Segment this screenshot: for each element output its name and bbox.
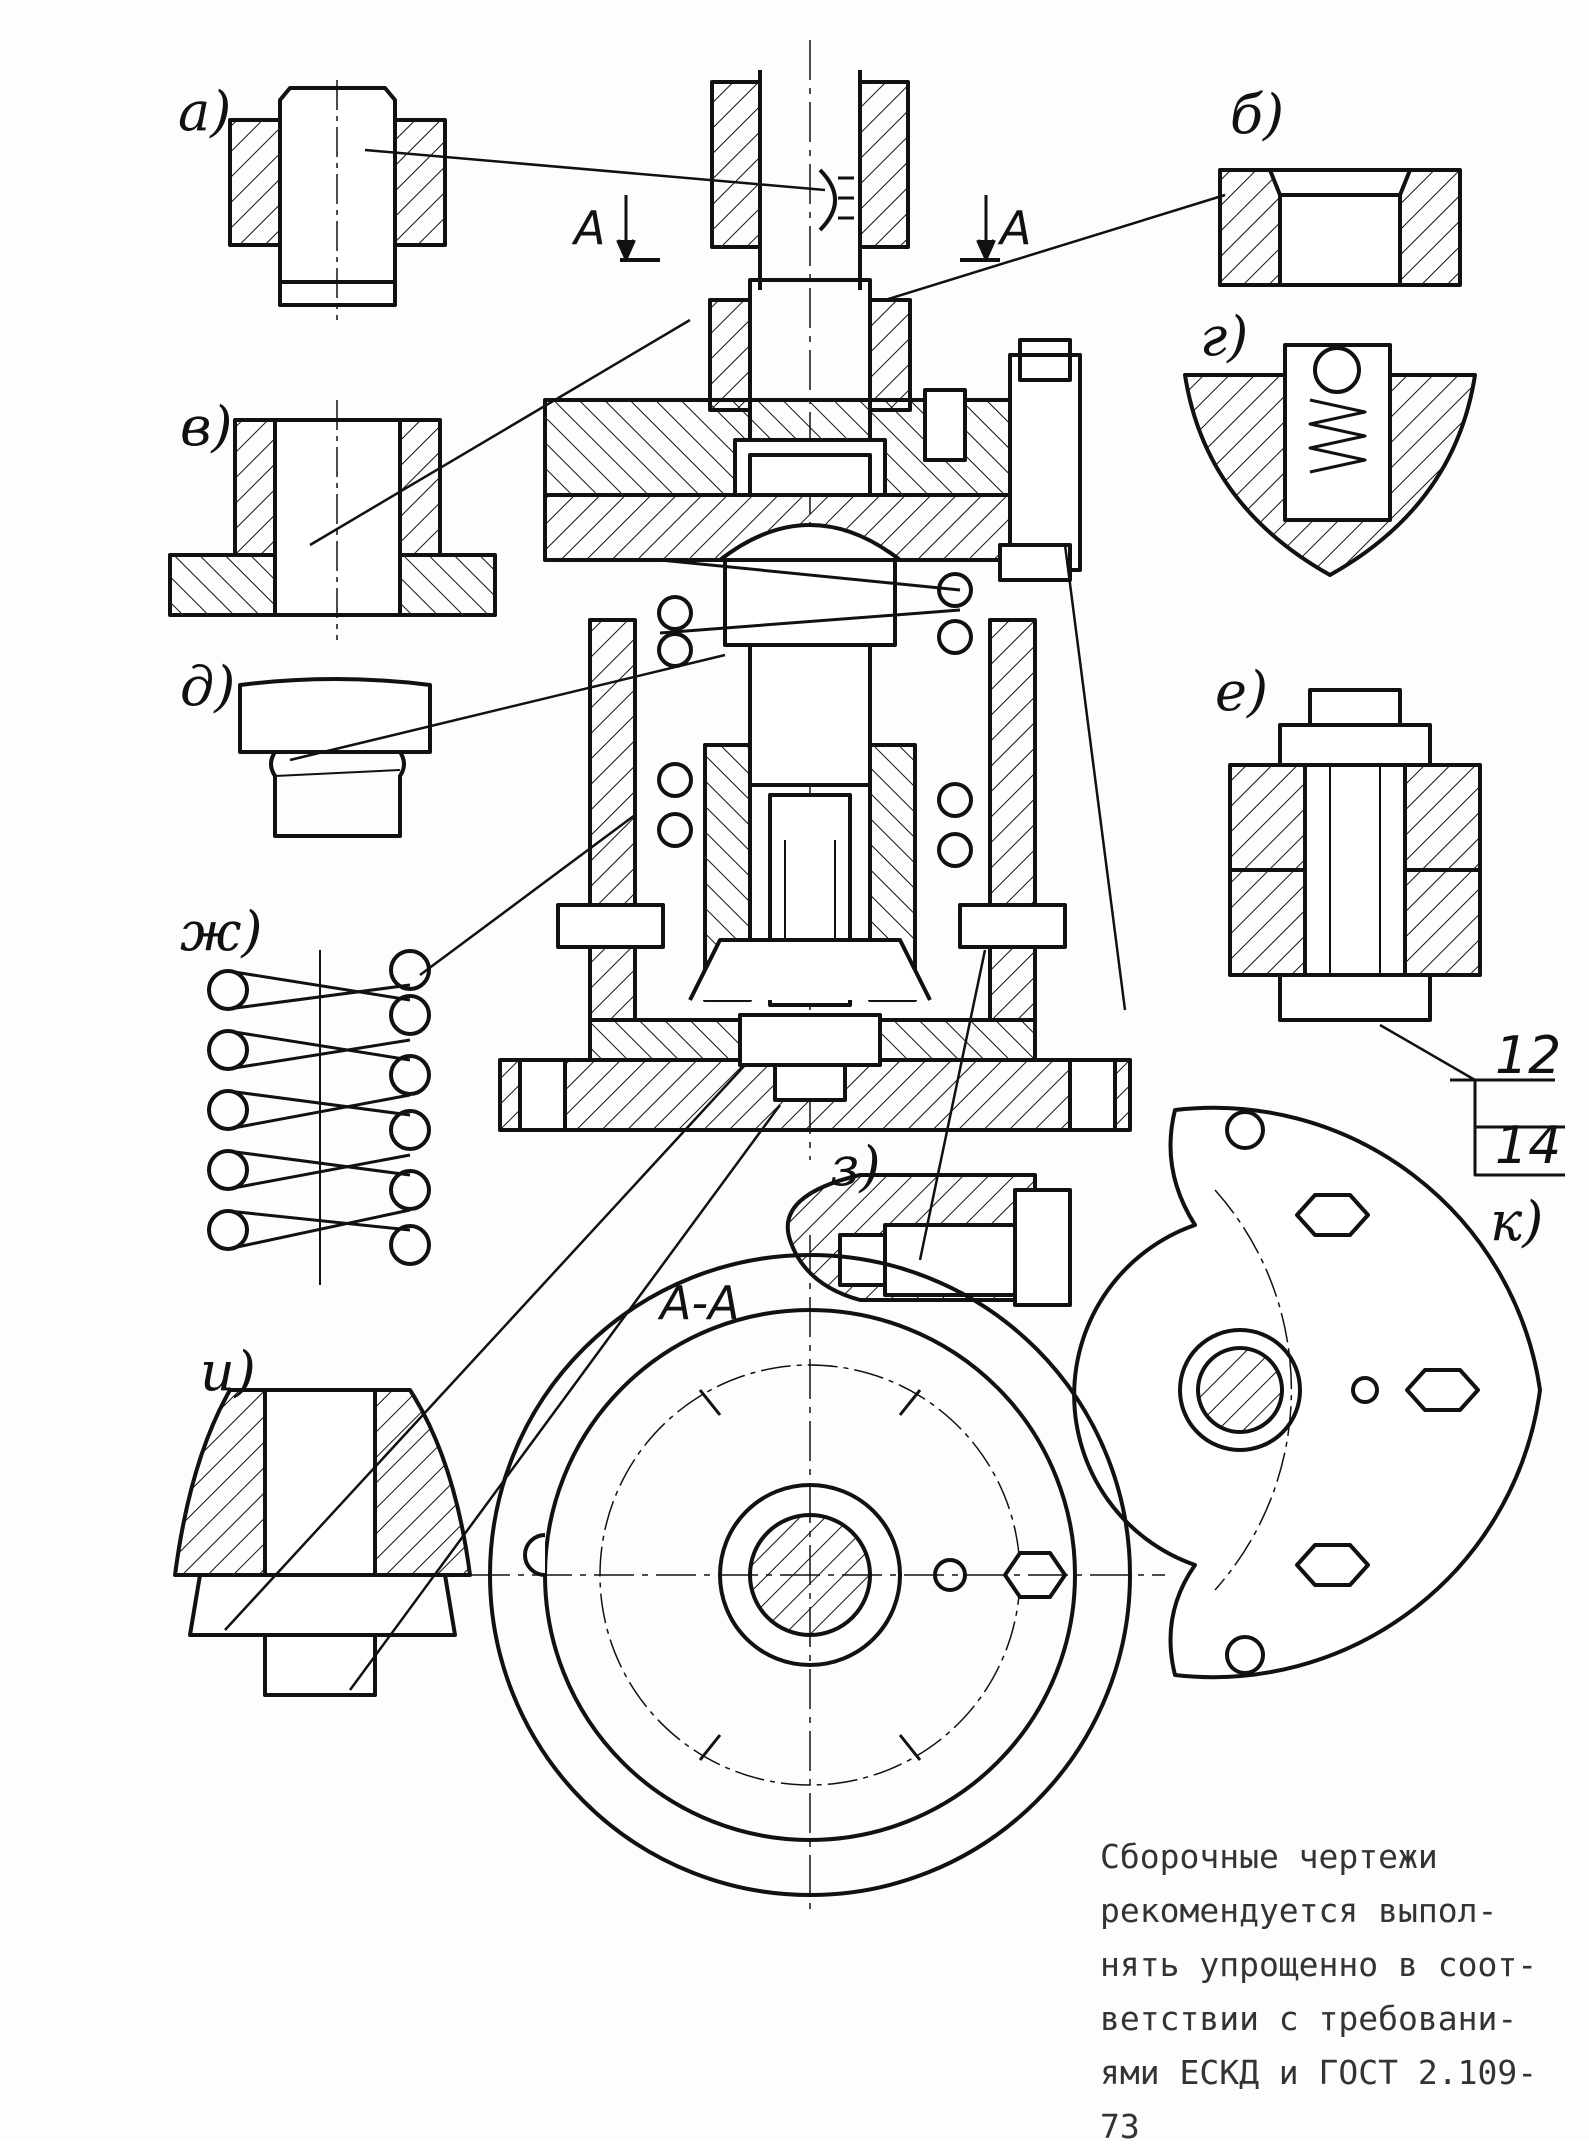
- note-line: рекомендуется выпол-: [1100, 1891, 1498, 1930]
- view-label-d: д): [180, 655, 236, 718]
- leader-lines: [224, 148, 1476, 1691]
- detail-view-d: [238, 677, 432, 838]
- detail-view-k: [1072, 1105, 1542, 1680]
- detail-view-a: [228, 80, 447, 320]
- view-label-e: е): [1215, 660, 1269, 723]
- note-line: ями ЕСКД и ГОСТ 2.109-: [1100, 2053, 1538, 2092]
- note-text: Сборочные чертежи рекомендуется выпол-нят…: [1100, 1830, 1560, 2154]
- section-mark-right: А: [1000, 201, 1032, 255]
- section-a-a-view: [470, 1235, 1165, 1915]
- view-label-i: и): [200, 1340, 256, 1403]
- detail-view-i: [173, 1388, 472, 1697]
- note-line: нять упрощенно в соот-: [1100, 1945, 1538, 1984]
- note-line: ветствии с требовани-: [1100, 1999, 1518, 2038]
- detail-view-z: [785, 1173, 1072, 1307]
- note-line: Сборочные чертежи: [1100, 1837, 1438, 1876]
- detail-view-zh-spring: [207, 949, 431, 1285]
- view-label-b: б): [1230, 83, 1285, 146]
- view-label-v: в): [180, 395, 233, 458]
- detail-view-v: [168, 400, 497, 640]
- main-assembly-section: [498, 40, 1132, 1160]
- detail-view-g: [1183, 343, 1477, 577]
- note-line: 73: [1100, 2107, 1140, 2146]
- fraction-top: 12: [1495, 1026, 1562, 1086]
- fraction-bottom: 14: [1495, 1116, 1562, 1176]
- section-mark-left: А: [574, 201, 606, 255]
- view-label-z: з): [830, 1135, 881, 1198]
- fraction-box: [1450, 1078, 1565, 1177]
- section-title: А-А: [660, 1276, 740, 1330]
- view-label-g: г): [1200, 305, 1249, 368]
- view-label-k: к): [1490, 1190, 1544, 1253]
- detail-view-e: [1228, 688, 1482, 1022]
- view-label-zh: ж): [180, 900, 263, 963]
- detail-view-b: [1218, 168, 1462, 287]
- view-label-a: а): [178, 80, 232, 143]
